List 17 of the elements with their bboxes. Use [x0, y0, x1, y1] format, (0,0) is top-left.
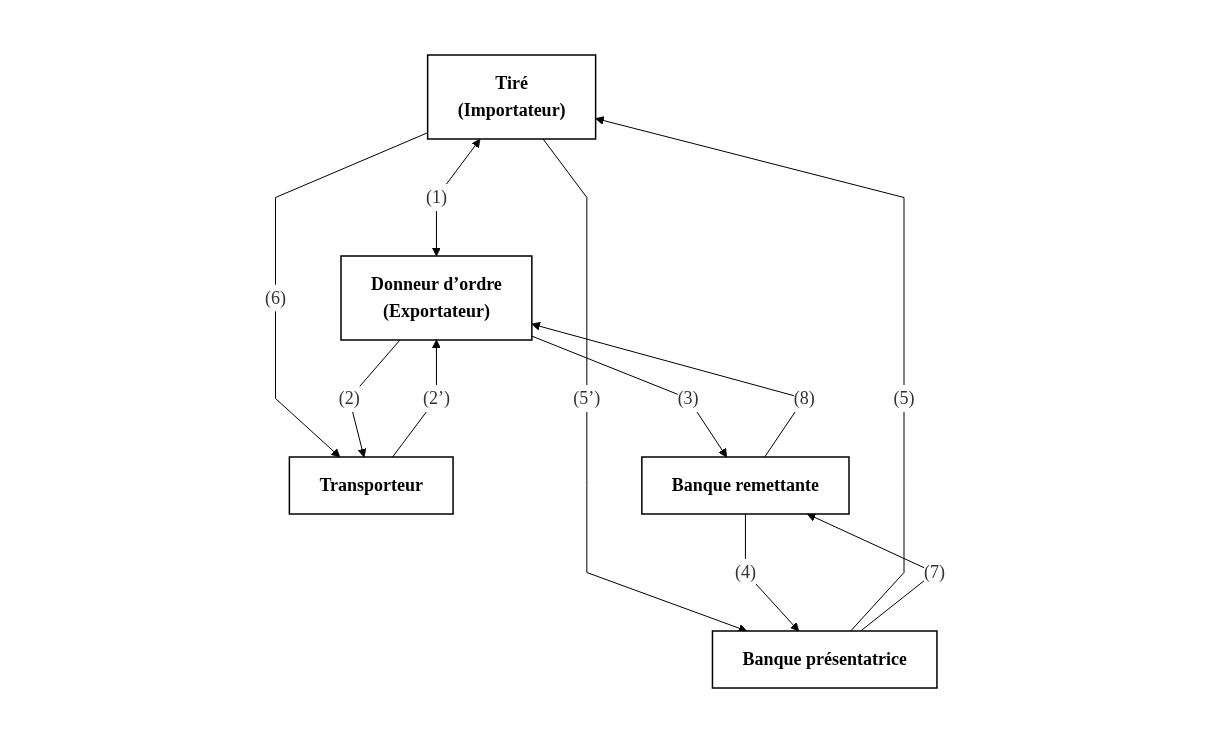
edge-label: (4) [734, 561, 756, 582]
edge-label: (5) [893, 387, 915, 408]
edge-label: (3) [677, 387, 699, 408]
edge-label: (6) [265, 287, 286, 307]
edge-label: (5’) [573, 387, 601, 408]
node-box: Transporteur [288, 455, 454, 515]
edge-label: (8) [793, 387, 815, 408]
node-box: Banque présentatrice [711, 629, 938, 689]
edge-label: (7) [924, 561, 945, 582]
edge-label: (2’) [422, 387, 450, 408]
node-box: Tiré (Importateur) [426, 53, 597, 140]
edge-label: (2) [338, 387, 360, 408]
edge-label: (1) [425, 186, 447, 207]
node-box: Banque remettante [641, 455, 850, 515]
node-box: Donneur d’ordre (Exportateur) [340, 254, 533, 341]
arrow [542, 138, 748, 632]
arrow [531, 335, 728, 457]
